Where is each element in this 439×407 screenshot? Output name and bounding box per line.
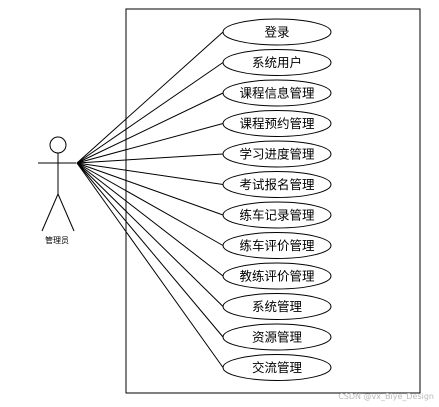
use-case: 教练评价管理 [222,262,332,290]
use-case: 学习进度管理 [222,140,332,168]
actor-head [49,136,67,154]
use-case: 系统管理 [222,293,332,320]
use-case-label: 练车记录管理 [239,208,315,223]
use-case-ellipse [222,140,332,168]
use-case: 课程预约管理 [222,110,332,137]
association-line [76,62,224,164]
association-line [76,162,224,277]
association-line [76,162,224,368]
association-line [76,162,224,185]
use-case-label: 系统管理 [252,299,303,314]
use-case-label: 练车评价管理 [239,238,315,253]
association-line [76,162,224,338]
use-case-ellipse [222,18,332,46]
use-case-label: 课程预约管理 [239,116,315,131]
use-case: 练车记录管理 [222,201,332,229]
use-case-label: 登录 [264,25,289,40]
use-case: 资源管理 [222,323,332,351]
use-case-ellipse [222,323,332,351]
association-line [76,162,224,307]
use-case-ellipse [222,262,332,290]
use-case-label: 考试报名管理 [239,177,315,192]
use-case-label: 课程信息管理 [239,86,315,101]
association-lines [76,31,224,368]
use-case: 考试报名管理 [222,171,332,198]
use-case: 交流管理 [222,354,332,381]
association-line [76,123,224,164]
use-case: 登录 [222,18,332,46]
use-case-label: 学习进度管理 [239,147,315,162]
association-line [76,92,224,164]
use-case-label: 系统用户 [252,55,302,70]
association-line [76,153,224,164]
use-case-label: 教练评价管理 [239,269,315,284]
use-case-ellipse [222,232,332,259]
use-case-ellipse [222,110,332,137]
actor-right-leg [57,193,75,232]
watermark: CSDN @vx_Biye_Design [338,392,434,401]
use-case-list: 登录系统用户课程信息管理课程预约管理学习进度管理考试报名管理练车记录管理练车评价… [222,18,332,381]
use-case-ellipse [222,201,332,229]
use-case: 课程信息管理 [222,79,332,107]
use-case: 系统用户 [222,49,332,76]
use-case: 练车评价管理 [222,232,332,259]
use-case-ellipse [222,293,332,320]
use-case-label: 交流管理 [252,360,303,375]
association-line [76,162,224,246]
association-line [76,31,224,164]
use-case-ellipse [222,79,332,107]
use-case-ellipse [222,171,332,198]
actor: 管理员 [38,136,76,245]
use-case-ellipse [222,354,332,381]
actor-left-leg [41,193,59,232]
actor-label: 管理员 [45,235,69,245]
use-case-label: 资源管理 [252,330,303,345]
association-line [76,162,224,216]
use-case-ellipse [222,49,332,76]
